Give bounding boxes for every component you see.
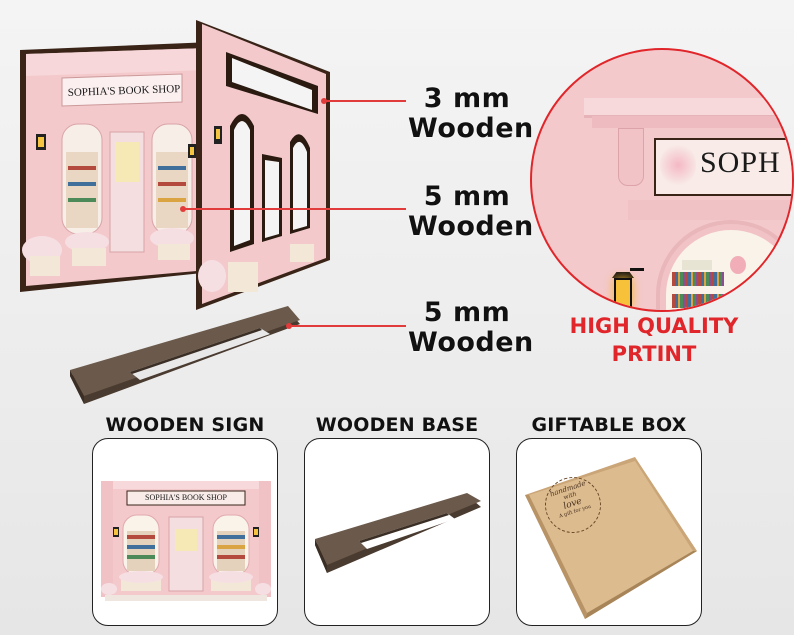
quality-caption: HIGH QUALITY PRTINT [548,312,760,368]
zoom-sign-text: SOPH [700,146,781,179]
front-print-layer [20,42,212,292]
card-gift-box: handmade with love A gift for you [516,438,702,626]
leader-line-3 [289,325,406,327]
lantern-icon [606,268,644,310]
kraft-box [525,457,697,619]
card-wooden-base [304,438,490,626]
layer-label-1: 3 mm Wooden [408,83,534,144]
card-title-base: WOODEN BASE [315,414,479,436]
quality-line-2: PRTINT [611,342,697,366]
layer-2-thickness: 5 mm [423,181,511,212]
middle-frame-layer [196,20,330,310]
layer-label-2: 5 mm Wooden [408,181,534,242]
layer-label-3: 5 mm Wooden [408,297,534,358]
layer-1-material: Wooden [408,113,534,144]
layer-2-material: Wooden [408,211,534,242]
card-wooden-sign: SOPHIA'S BOOK SHOP [92,438,278,626]
card-title-sign: WOODEN SIGN [105,414,265,436]
leader-line-1 [324,100,406,102]
leader-line-2 [183,208,406,210]
mini-shop-sign: SOPHIA'S BOOK SHOP [145,493,227,502]
mini-storefront [101,481,271,601]
layer-3-material: Wooden [408,327,534,358]
layer-1-thickness: 3 mm [423,83,511,114]
layer-3-thickness: 5 mm [423,297,511,328]
exploded-view: SOPHIA'S BOOK SHOP [0,0,540,420]
quality-line-1: HIGH QUALITY [569,314,739,338]
zoom-circle: SOPH [530,48,794,312]
mini-base-board [315,493,481,573]
card-title-box: GIFTABLE BOX [531,414,687,436]
base-board [70,306,300,404]
